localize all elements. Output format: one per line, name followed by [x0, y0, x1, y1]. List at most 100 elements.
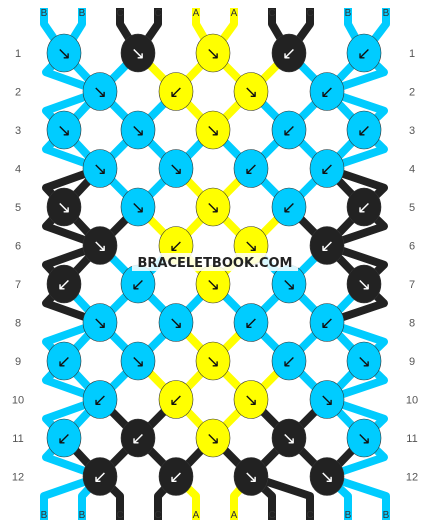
- knot: [346, 341, 382, 381]
- knot-direction-arrow: ↘: [282, 429, 296, 449]
- top-strand-label: B: [41, 8, 48, 19]
- knot-direction-arrow: ↘: [206, 121, 220, 141]
- knot-direction-arrow: ↙: [169, 391, 183, 411]
- knot: [346, 110, 382, 150]
- row-label-left: 11: [12, 433, 23, 445]
- knot-direction-arrow: ↘: [244, 391, 258, 411]
- knot: [346, 264, 382, 304]
- bottom-strand-label: B: [383, 510, 390, 521]
- knot-direction-arrow: ↘: [93, 237, 107, 257]
- top-strand-label: A: [193, 8, 200, 19]
- knot-direction-arrow: ↘: [206, 352, 220, 372]
- row-label-right: 4: [409, 164, 415, 176]
- knot-direction-arrow: ↙: [169, 237, 183, 257]
- knot: [195, 418, 231, 458]
- top-strand-label: B: [345, 8, 352, 19]
- row-label-left: 9: [15, 356, 21, 368]
- knot-direction-arrow: ↘: [282, 275, 296, 295]
- knot-direction-arrow: ↘: [320, 468, 334, 488]
- knot: [233, 72, 269, 111]
- knot-direction-arrow: ↙: [357, 198, 371, 218]
- knot-direction-arrow: ↘: [131, 352, 145, 372]
- knot-direction-arrow: ↙: [57, 429, 71, 449]
- knot: [233, 303, 269, 342]
- knot-direction-arrow: ↘: [357, 275, 371, 295]
- knot-direction-arrow: ↘: [244, 83, 258, 103]
- knot: [82, 72, 118, 111]
- knot: [309, 226, 345, 265]
- knot-direction-arrow: ↙: [320, 314, 334, 334]
- knot: [346, 33, 382, 73]
- row-label-right: 1: [409, 48, 415, 60]
- top-strand-label: C: [116, 8, 123, 19]
- knot-direction-arrow: ↘: [131, 121, 145, 141]
- watermark: BRACELETBOOK.COM: [138, 256, 293, 271]
- knot-direction-arrow: ↙: [169, 83, 183, 103]
- knot: [120, 341, 156, 381]
- knot: [158, 149, 194, 188]
- top-strand-label: C: [154, 8, 161, 19]
- bottom-strand: [40, 472, 102, 520]
- knot: [271, 33, 307, 73]
- knot-direction-arrow: ↘: [93, 83, 107, 103]
- knot-direction-arrow: ↙: [282, 121, 296, 141]
- knot-direction-arrow: ↘: [57, 44, 71, 64]
- knot: [82, 380, 118, 419]
- knot-direction-arrow: ↘: [93, 314, 107, 334]
- row-label-left: 2: [15, 87, 21, 99]
- knot: [195, 187, 231, 227]
- knot: [158, 72, 194, 111]
- knot-direction-arrow: ↙: [244, 314, 258, 334]
- bottom-strand-label: A: [193, 510, 200, 521]
- knot: [309, 149, 345, 188]
- bottom-strand-label: C: [116, 510, 123, 521]
- knot-direction-arrow: ↘: [244, 237, 258, 257]
- knot-direction-arrow: ↙: [357, 44, 371, 64]
- row-label-left: 7: [15, 279, 21, 291]
- knot-direction-arrow: ↘: [131, 198, 145, 218]
- knot-direction-arrow: ↘: [357, 352, 371, 372]
- knot: [46, 341, 82, 381]
- knot: [82, 226, 118, 265]
- knot: [120, 418, 156, 458]
- top-strand-label: B: [383, 8, 390, 19]
- knot-direction-arrow: ↙: [131, 429, 145, 449]
- top-strand-label: C: [268, 8, 275, 19]
- knot: [346, 187, 382, 227]
- top-strand-label: C: [306, 8, 313, 19]
- bottom-strand-label: B: [345, 510, 352, 521]
- knot: [46, 264, 82, 304]
- knot-direction-arrow: ↙: [282, 352, 296, 372]
- knot-direction-arrow: ↘: [169, 160, 183, 180]
- bottom-strand-label: C: [268, 510, 275, 521]
- bottom-strand-label: B: [79, 510, 86, 521]
- knot: [271, 110, 307, 150]
- row-label-right: 3: [409, 125, 415, 137]
- knot: [46, 110, 82, 150]
- knot: [346, 418, 382, 458]
- knot-direction-arrow: ↘: [206, 198, 220, 218]
- knot: [195, 341, 231, 381]
- top-strand-label: A: [231, 8, 238, 19]
- knot: [195, 110, 231, 150]
- knot: [309, 380, 345, 419]
- knot: [82, 457, 118, 496]
- knot-direction-arrow: ↘: [57, 121, 71, 141]
- row-label-left: 4: [15, 164, 21, 176]
- watermark-bg: [132, 253, 298, 271]
- knot: [271, 418, 307, 458]
- knot-direction-arrow: ↘: [131, 44, 145, 64]
- knot-direction-arrow: ↙: [282, 198, 296, 218]
- row-label-right: 7: [409, 279, 415, 291]
- knot: [82, 149, 118, 188]
- row-label-left: 10: [12, 395, 24, 407]
- knot: [46, 33, 82, 73]
- knot-direction-arrow: ↙: [169, 468, 183, 488]
- knot-direction-arrow: ↙: [131, 275, 145, 295]
- top-strand-label: B: [79, 8, 86, 19]
- knot-direction-arrow: ↙: [320, 237, 334, 257]
- row-label-left: 6: [15, 241, 21, 253]
- knot-direction-arrow: ↘: [357, 429, 371, 449]
